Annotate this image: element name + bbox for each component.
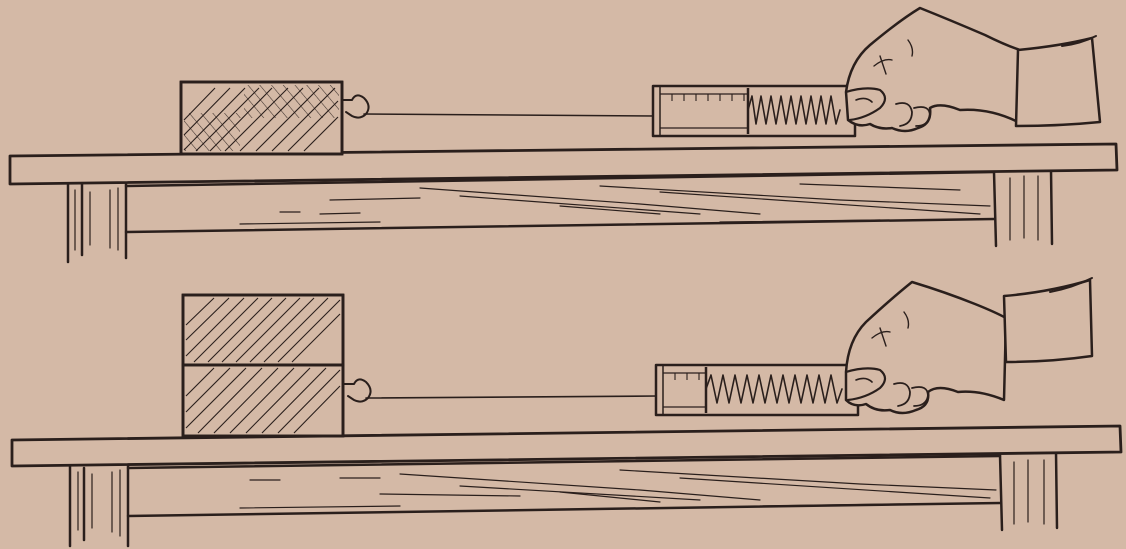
spring-scale-bottom xyxy=(656,365,858,415)
spring-scale-top xyxy=(653,86,855,136)
block-stack-bottom xyxy=(183,295,343,436)
hook-and-string-bottom xyxy=(343,379,658,401)
hand-top xyxy=(846,8,1100,131)
block-lower xyxy=(183,365,343,436)
table-top xyxy=(10,144,1117,262)
hook-and-string-top xyxy=(342,95,655,117)
hand-bottom xyxy=(846,278,1092,413)
panel-bottom-two-blocks xyxy=(12,278,1121,546)
table-bottom xyxy=(12,426,1121,546)
block-upper xyxy=(183,295,343,365)
panel-top-single-block xyxy=(10,8,1117,262)
block-top xyxy=(181,82,342,154)
